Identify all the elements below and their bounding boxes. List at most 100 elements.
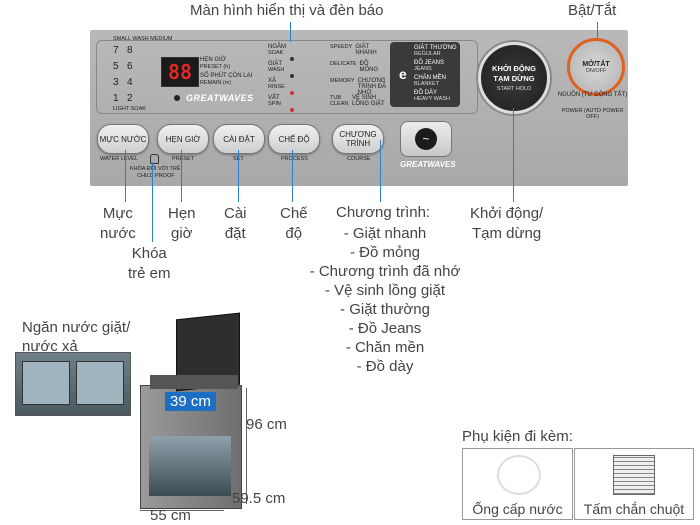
- washer-top-image: [150, 375, 238, 389]
- water-level-num: 3: [113, 77, 119, 88]
- water-level-indicator: 7 8 5 6 3 4 1 2: [113, 45, 153, 104]
- water-level-num: 7: [113, 45, 119, 56]
- program-item: - Giặt nhanh: [343, 225, 427, 242]
- water-level-num: 8: [127, 45, 133, 56]
- dimension-base: 55 cm: [150, 507, 191, 524]
- process-button[interactable]: CHẾ ĐỘ: [268, 124, 320, 154]
- washer-graphic: [149, 436, 231, 496]
- water-level-num: 5: [113, 61, 119, 72]
- dimension-line: [246, 388, 247, 504]
- preset-button[interactable]: HẸN GIỜ: [157, 124, 209, 154]
- drawer-compartment: [76, 361, 124, 405]
- child-lock-en: CHILD PROOF: [137, 173, 175, 179]
- power-info-vi: NGUỒN (TỰ ĐỘNG TẮT): [557, 92, 628, 98]
- greatwaves-logo: GREATWAVES: [186, 93, 254, 103]
- course-button[interactable]: CHƯƠNG TRÌNH: [332, 124, 384, 154]
- display-frame: [96, 40, 478, 114]
- led-icon: [290, 57, 294, 61]
- callout-line: [290, 22, 291, 42]
- callout-line: [380, 140, 381, 202]
- callout-process: Chế độ: [280, 205, 308, 242]
- hose-icon: [497, 455, 541, 495]
- callout-child-lock: Khóa trẻ em: [128, 245, 171, 282]
- water-level-num: 6: [127, 61, 133, 72]
- callout-start: Khởi động/ Tạm dừng: [470, 205, 544, 242]
- preset-indicator-sub: PRESET (h): [200, 64, 231, 70]
- led-icon: [290, 108, 294, 112]
- led-display: 88: [161, 57, 199, 87]
- callout-line: [292, 150, 293, 202]
- program-item: - Đồ Jeans: [348, 320, 422, 337]
- program-list: - Giặt nhanh - Đồ mỏng - Chương trình đã…: [305, 224, 465, 376]
- start-pause-sub: START HOLD: [496, 85, 532, 92]
- greatwaves-logo-2: GREATWAVES: [400, 160, 456, 169]
- start-pause-label: KHỞI ĐỘNG TẠM DỪNG: [492, 63, 536, 83]
- program-item: - Chăn mền: [345, 339, 425, 356]
- callout-water-level: Mực nước: [100, 205, 136, 242]
- callout-line: [125, 150, 126, 202]
- water-level-button[interactable]: MỰC NƯỚC: [97, 124, 149, 154]
- process-sub: PROCESS: [281, 156, 308, 162]
- drawer-compartment: [22, 361, 70, 405]
- water-level-num: 1: [113, 93, 119, 104]
- program-item: - Đồ dày: [356, 358, 414, 375]
- mouse-guard-label: Tấm chắn chuột: [583, 501, 685, 517]
- greatwaves-wave-icon: ~: [400, 121, 452, 157]
- light-soak-label: LIGHT SOAK: [113, 106, 146, 112]
- mouse-guard-accessory-box: Tấm chắn chuột: [574, 448, 694, 520]
- callout-line: [597, 22, 598, 38]
- callout-display: Màn hình hiển thị và đèn báo: [190, 2, 384, 19]
- mouse-guard-icon: [613, 455, 655, 495]
- start-pause-button[interactable]: KHỞI ĐỘNG TẠM DỪNG START HOLD: [478, 42, 550, 114]
- power-button[interactable]: MỞ/TẮT ON/OFF: [567, 38, 625, 96]
- hose-accessory-box: Ống cấp nước: [462, 448, 573, 520]
- water-level-sub: WATER LEVEL: [100, 156, 138, 162]
- program-item: - Đồ mỏng: [349, 244, 421, 261]
- callout-set: Cài đặt: [224, 205, 247, 242]
- detergent-drawer-image: [15, 352, 131, 416]
- course-bracket-icon: e: [399, 66, 407, 82]
- dimension-depth: 59.5 cm: [232, 490, 286, 507]
- water-level-num: 2: [127, 93, 133, 104]
- remain-indicator-label: SỐ PHÚT CÒN LẠI: [200, 73, 253, 79]
- course-box: [390, 42, 460, 107]
- program-item: - Chương trình đã nhớ: [309, 263, 461, 280]
- water-level-num: 4: [127, 77, 133, 88]
- remain-indicator-sub: REMAIN (m): [200, 80, 232, 86]
- dimension-width: 39 cm: [165, 392, 216, 411]
- dimension-line: [140, 510, 224, 511]
- program-item: - Vệ sinh lồng giặt: [324, 282, 446, 299]
- process-leds: [288, 48, 296, 116]
- power-sub: ON/OFF: [585, 67, 607, 74]
- preset-indicator-label: HẸN GIỜ: [200, 57, 226, 63]
- course-sub: COURSE: [347, 156, 371, 162]
- callout-line: [238, 150, 239, 202]
- callout-drawer: Ngăn nước giặt/ nước xả: [22, 319, 131, 355]
- callout-power: Bật/Tắt: [568, 2, 617, 19]
- power-info-en: POWER (AUTO POWER OFF): [561, 108, 624, 120]
- set-button[interactable]: CÀI ĐẶT: [213, 124, 265, 154]
- status-led: [174, 95, 180, 101]
- callout-preset: Hẹn giờ: [168, 205, 196, 242]
- led-icon: [290, 91, 294, 95]
- lock-icon: [150, 154, 159, 164]
- dimension-height: 96 cm: [246, 416, 287, 433]
- hose-label: Ống cấp nước: [472, 501, 563, 517]
- callout-line: [181, 150, 182, 202]
- callout-line: [513, 108, 514, 202]
